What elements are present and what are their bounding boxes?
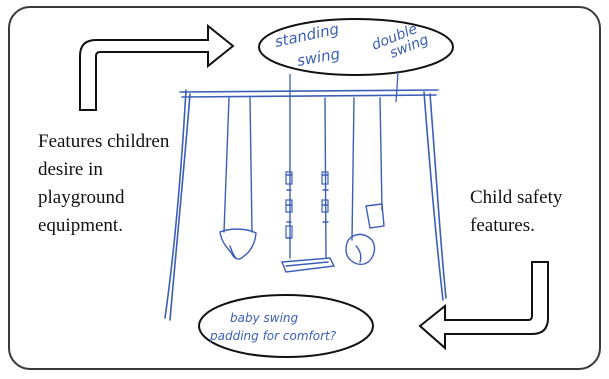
label-standing-2: swing: [296, 45, 342, 70]
bubble-bottom: [199, 295, 373, 357]
note-children-desire: Features children desire in playground e…: [38, 128, 170, 240]
double-swing: [346, 98, 384, 264]
label-baby-2: padding for comfort?: [209, 329, 337, 343]
label-baby-1: baby swing: [230, 311, 299, 325]
swing-frame: [165, 90, 446, 320]
note-child-safety: Child safety features.: [470, 184, 590, 240]
arrow-bottom-left: [420, 262, 548, 348]
baby-swing: [220, 98, 256, 259]
pointer-lines: [290, 72, 398, 102]
standing-swing: [282, 98, 334, 272]
